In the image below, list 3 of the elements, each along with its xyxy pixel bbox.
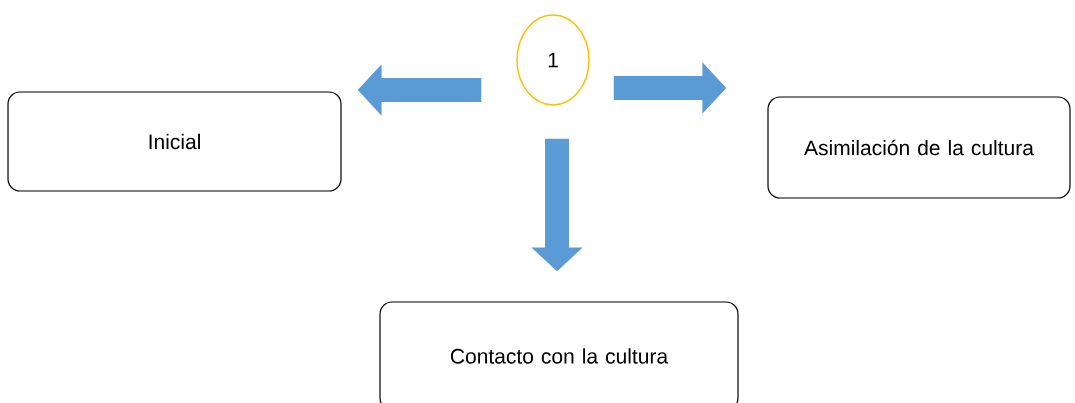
stage-box: Asimilación de la cultura	[767, 96, 1071, 199]
stage-box: Contacto con la cultura	[379, 301, 739, 403]
stage-box: Inicial	[7, 91, 342, 192]
